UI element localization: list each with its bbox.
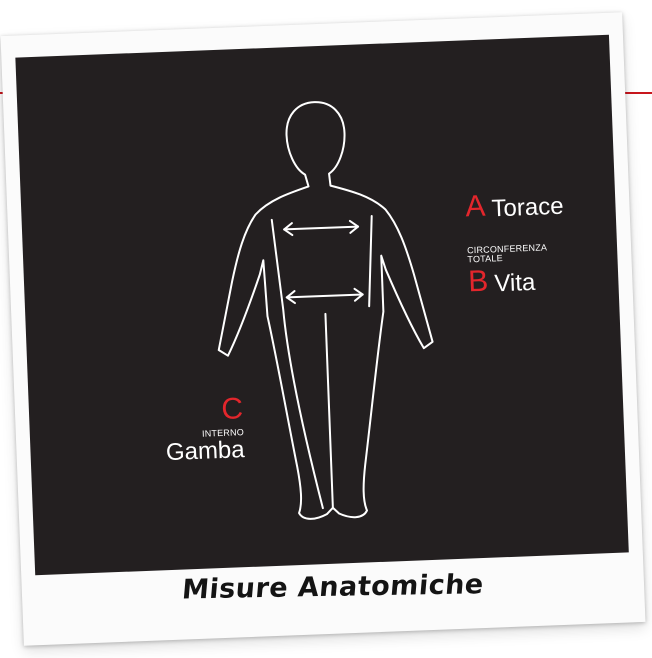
label-chest: A Torace [465, 189, 564, 223]
handwritten-caption: Misure Anatomiche [21, 566, 646, 608]
label-letter-c: C [125, 394, 244, 429]
photo-panel: A Torace CIRCONFERENZA TOTALE B Vita C I… [15, 35, 628, 575]
chest-arrow-line [284, 227, 358, 230]
label-letter-b: B [468, 267, 489, 298]
label-leg: C INTERNO Gamba [125, 394, 246, 467]
label-word-waist: Vita [494, 271, 536, 297]
torso-side-right [366, 216, 375, 306]
label-waist: CIRCONFERENZA TOTALE B Vita [467, 243, 549, 297]
label-word-leg: Gamba [126, 439, 245, 468]
leg-inner-line [325, 314, 332, 508]
label-word-chest: Torace [491, 195, 564, 222]
label-letter-a: A [465, 192, 486, 223]
polaroid-frame: A Torace CIRCONFERENZA TOTALE B Vita C I… [1, 12, 646, 645]
waist-arrow-line [287, 294, 363, 297]
body-outline-illustration [15, 35, 628, 575]
label-note-total: TOTALE [467, 253, 547, 266]
